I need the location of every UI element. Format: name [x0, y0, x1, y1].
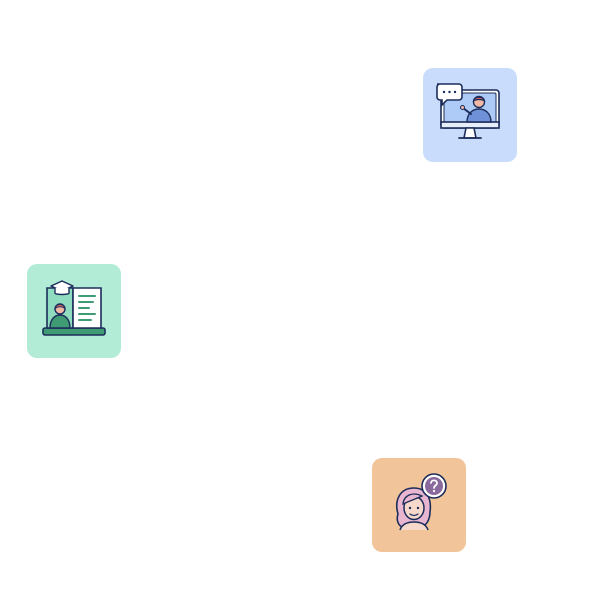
elearning-book-tile[interactable]	[27, 264, 121, 358]
question-person-tile[interactable]	[372, 458, 466, 552]
elearning-graduation-book-icon	[42, 280, 106, 336]
person-question-bubble-icon	[396, 473, 447, 531]
online-teacher-tile[interactable]	[423, 68, 517, 162]
online-teacher-monitor-icon	[436, 83, 500, 139]
